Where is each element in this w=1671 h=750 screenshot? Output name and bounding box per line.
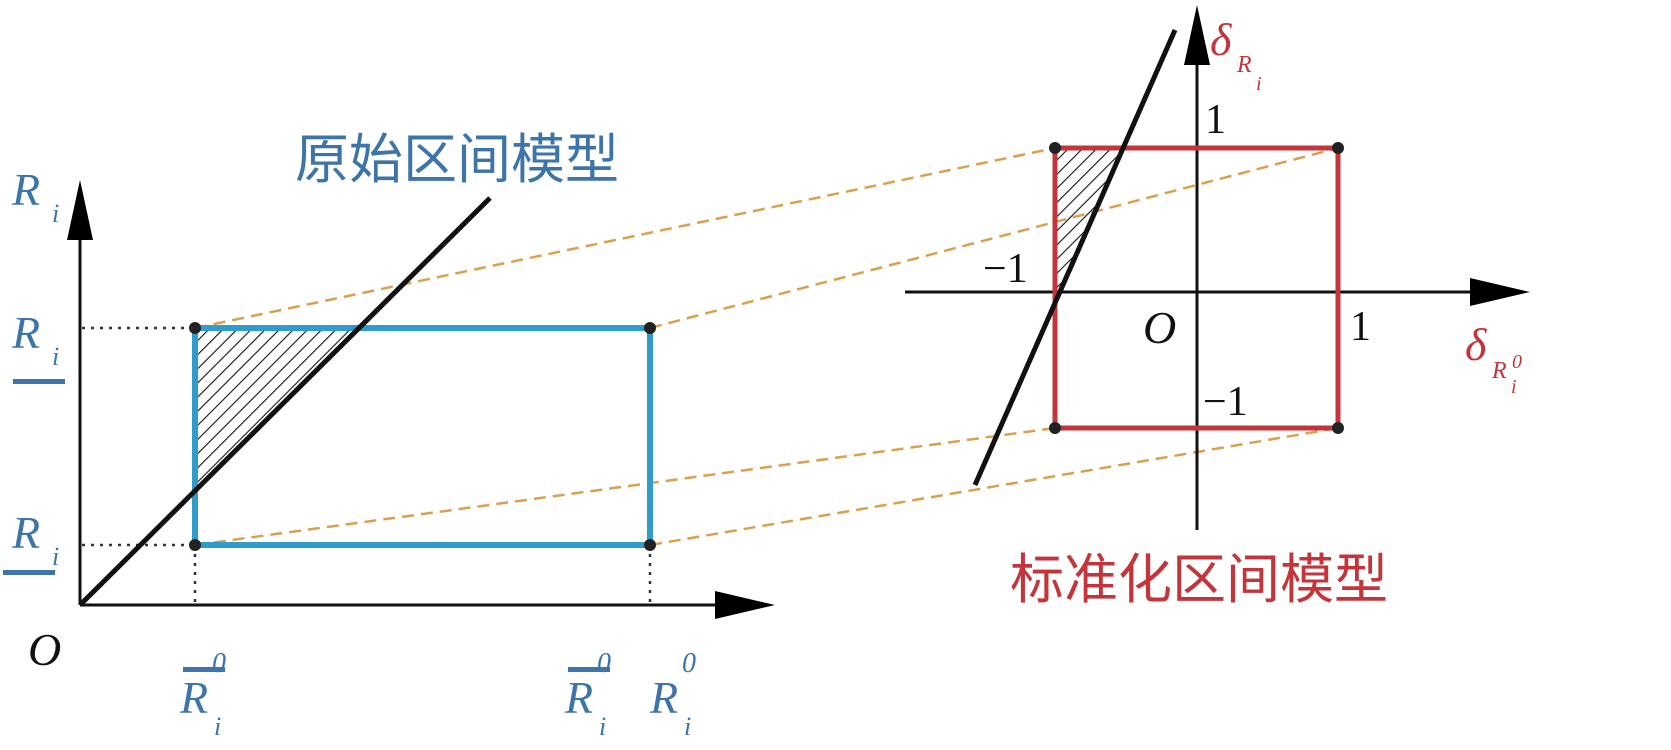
x-neg-tick: −1 — [983, 246, 1028, 292]
corner-points — [189, 322, 656, 551]
normalized-interval-box — [1052, 145, 1341, 431]
y-neg-tick: −1 — [1203, 379, 1248, 425]
constraint-line — [972, 28, 1178, 487]
x-pos-tick: 1 — [1350, 304, 1371, 350]
original-interval-plot: 原始区间模型 R i R i R i O R 0 i R 0 i — [3, 128, 775, 741]
svg-text:0: 0 — [1512, 351, 1522, 373]
x-axis-arrow-icon — [1470, 278, 1530, 306]
projection-line — [649, 426, 1339, 547]
svg-text:i: i — [599, 712, 606, 741]
y-pos-tick: 1 — [1205, 97, 1226, 143]
svg-text:i: i — [52, 199, 59, 228]
original-model-title: 原始区间模型 — [295, 128, 619, 191]
x-upper-label: R 0 i — [564, 648, 611, 741]
y-axis-label: δ R i — [1210, 14, 1262, 95]
constraint-line — [78, 196, 492, 607]
corner-points — [1049, 142, 1344, 434]
normalized-model-title: 标准化区间模型 — [1010, 548, 1388, 611]
svg-text:R: R — [564, 672, 593, 723]
normalized-interval-plot: δ R i 1 −1 O 1 −1 δ R i 0 标准化区间模型 — [905, 5, 1530, 611]
x-lower-label: R 0 i — [179, 648, 226, 741]
projection-line — [649, 146, 1339, 330]
origin-label: O — [28, 624, 61, 675]
svg-text:i: i — [684, 712, 691, 741]
original-interval-box — [192, 325, 653, 548]
y-axis-arrow-icon — [67, 180, 93, 240]
svg-text:R: R — [11, 164, 40, 215]
svg-text:R: R — [11, 507, 40, 558]
guide-lines — [82, 326, 652, 603]
x-axis-arrow-icon — [715, 591, 775, 619]
svg-text:R: R — [11, 307, 40, 358]
svg-text:i: i — [214, 712, 221, 741]
svg-text:0: 0 — [597, 648, 611, 679]
svg-text:i: i — [52, 542, 59, 571]
upper-bound-label: R i — [11, 307, 65, 384]
lower-bound-label: R i — [3, 507, 59, 575]
svg-text:δ: δ — [1465, 319, 1487, 370]
svg-text:i: i — [52, 342, 59, 371]
svg-text:R: R — [1236, 52, 1252, 78]
y-axis-label: R i — [11, 164, 59, 228]
svg-text:δ: δ — [1210, 14, 1232, 65]
x-axis-label: R 0 i — [649, 648, 696, 741]
projection-line — [194, 146, 1056, 330]
x-axis-label: δ R i 0 — [1465, 319, 1522, 398]
svg-text:i: i — [1256, 73, 1262, 95]
svg-text:i: i — [1511, 376, 1517, 398]
svg-text:R: R — [179, 672, 208, 723]
svg-text:R: R — [649, 672, 678, 723]
projection-line — [194, 426, 1056, 547]
svg-text:R: R — [1491, 358, 1507, 384]
svg-text:0: 0 — [682, 648, 696, 679]
projection-lines — [194, 146, 1339, 547]
origin-label: O — [1143, 302, 1176, 353]
svg-text:0: 0 — [212, 648, 226, 679]
y-axis-arrow-icon — [1184, 5, 1210, 65]
